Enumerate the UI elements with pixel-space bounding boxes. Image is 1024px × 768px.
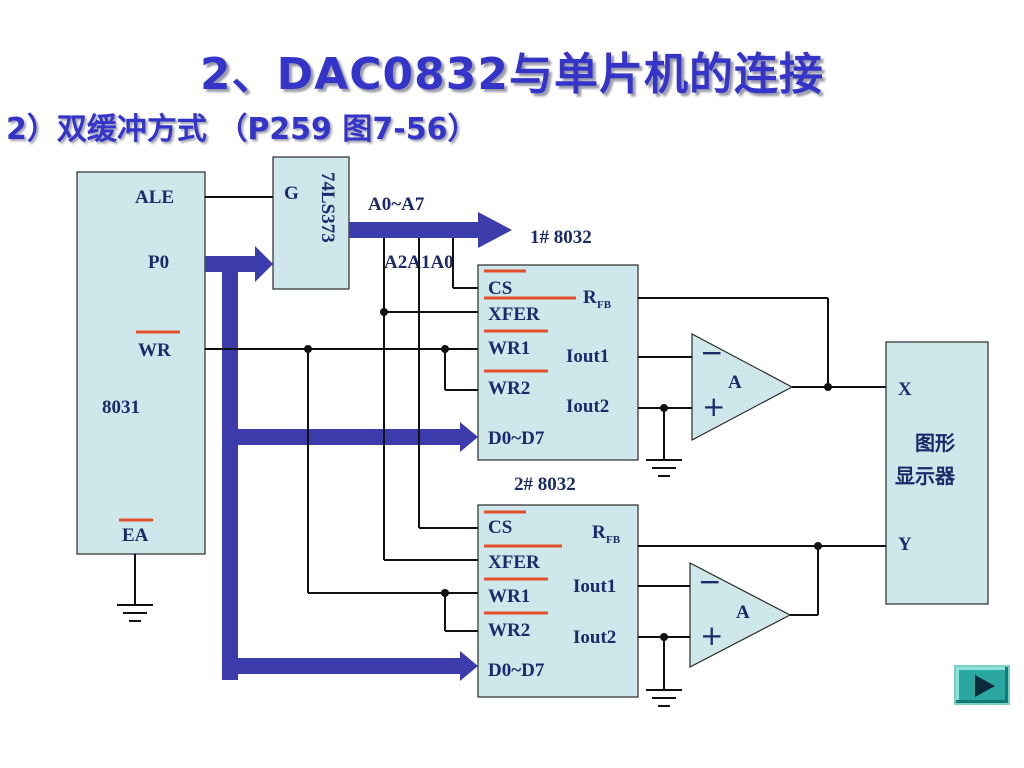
ground-symbol-mcu (117, 554, 153, 622)
display-pin-y: Y (898, 534, 912, 555)
dac1-output-wires (638, 297, 886, 477)
dac2-pin-wr2: WR2 (488, 620, 530, 641)
latch-74ls373 (272, 156, 350, 290)
latch-pin-g: G (284, 183, 299, 204)
display-pin-x: X (898, 379, 912, 400)
dac1-pin-iout1: Iout1 (566, 346, 609, 367)
dac2-pin-iout2: Iout2 (573, 627, 616, 648)
dac1-pin-data: D0~D7 (488, 428, 545, 449)
mcu-pin-wr: WR (138, 340, 171, 361)
dac1-pin-xfer: XFER (488, 304, 540, 325)
dac2-chip (477, 504, 639, 698)
next-slide-button[interactable] (954, 665, 1010, 705)
mcu-pin-p0: P0 (148, 252, 169, 273)
dac1-pin-rfb-sub: FB (597, 299, 612, 311)
latch-name: 74LS373 (317, 172, 338, 243)
play-icon (975, 675, 995, 697)
dac1-pin-wr1: WR1 (488, 338, 530, 359)
opamp2-minus: − (698, 565, 721, 598)
slide-subtitle: 2）双缓冲方式 （P259 图7-56） (6, 112, 478, 147)
mcu-8031 (76, 171, 206, 555)
wr-wires (205, 345, 478, 632)
address-tap-wires (380, 238, 478, 561)
display-label-line2: 显示器 (895, 464, 956, 488)
dac1-pin-rfb: R (583, 287, 597, 308)
opamp2 (689, 562, 792, 668)
dac1-pin-wr2: WR2 (488, 378, 530, 399)
dac2-name: 2# 8032 (514, 474, 576, 495)
dac2-pin-iout1: Iout1 (573, 576, 616, 597)
dac2-pin-rfb-sub: FB (606, 534, 621, 546)
opamp1-minus: − (700, 336, 723, 369)
mcu-pin-ea: EA (122, 525, 149, 546)
dac2-pin-xfer: XFER (488, 552, 540, 573)
graphic-display (885, 341, 989, 605)
address-bus-label: A0~A7 (368, 194, 425, 215)
dac2-pin-data: D0~D7 (488, 660, 545, 681)
slide-title: 2、DAC0832与单片机的连接 (200, 49, 824, 100)
dac1-pin-cs: CS (488, 278, 512, 299)
opamp2-plus: + (700, 619, 723, 652)
opamp1 (691, 333, 794, 441)
opamp1-label: A (728, 372, 742, 393)
dac1-pin-iout2: Iout2 (566, 396, 609, 417)
data-bus (205, 246, 478, 681)
mcu-pin-ale: ALE (135, 187, 174, 208)
dac2-pin-rfb: R (592, 522, 606, 543)
opamp1-plus: + (702, 390, 725, 423)
address-bus-arrow (349, 212, 512, 248)
mcu-name: 8031 (102, 397, 140, 418)
display-label-line1: 图形 (915, 431, 955, 455)
opamp2-label: A (736, 602, 750, 623)
dac2-output-wires (638, 542, 886, 707)
dac2-pin-cs: CS (488, 517, 512, 538)
dac1-name: 1# 8032 (530, 227, 592, 248)
dac2-pin-wr1: WR1 (488, 586, 530, 607)
